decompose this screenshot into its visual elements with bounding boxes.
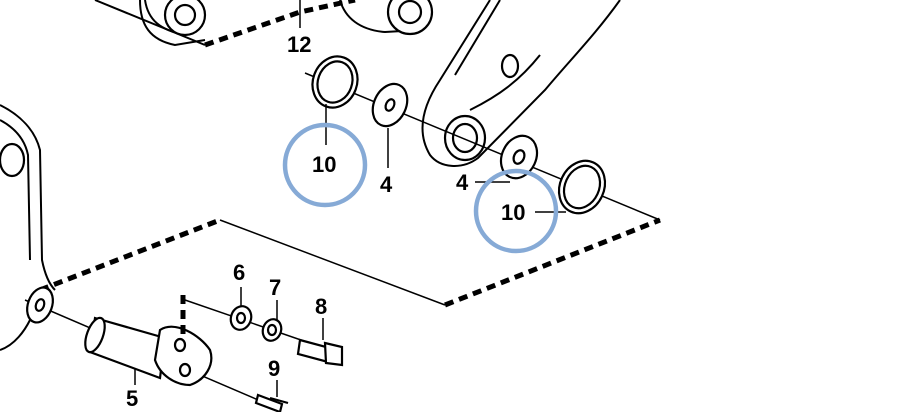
callout-4-left: 4: [380, 172, 393, 197]
callout-6: 6: [233, 260, 245, 285]
callout-10-right: 10: [501, 200, 525, 225]
grease-fitting-9: [254, 393, 289, 412]
callout-4-right: 4: [456, 170, 469, 195]
boundary-lower-solid: [219, 219, 446, 306]
washer-right: [499, 134, 539, 180]
callout-12: 12: [287, 32, 311, 57]
right-lever-arm: [421, 0, 621, 167]
highlight-circle-left: [282, 122, 368, 208]
washer-6: [229, 305, 253, 331]
upper-left-arm: [94, 0, 207, 47]
callout-7: 7: [269, 275, 281, 300]
o-ring-left: [311, 55, 359, 109]
dashed-boundary-lower-right: [444, 217, 661, 308]
callout-8: 8: [315, 294, 327, 319]
highlight-circle-right: [473, 168, 559, 254]
pin-5: [84, 316, 213, 387]
washer-7: [261, 318, 283, 342]
o-ring-right: [557, 159, 607, 215]
dashed-boundary-top: [204, 0, 356, 48]
callout-10-left: 10: [312, 152, 336, 177]
bolt-8: [296, 338, 344, 367]
end-washer: [26, 286, 54, 324]
callout-5: 5: [126, 386, 138, 411]
upper-center-bushing: [339, 0, 434, 36]
left-frame-bracket: [0, 104, 56, 351]
callout-9: 9: [268, 356, 280, 381]
dashed-boundary-lower: [39, 217, 221, 293]
washer-left: [371, 82, 409, 128]
